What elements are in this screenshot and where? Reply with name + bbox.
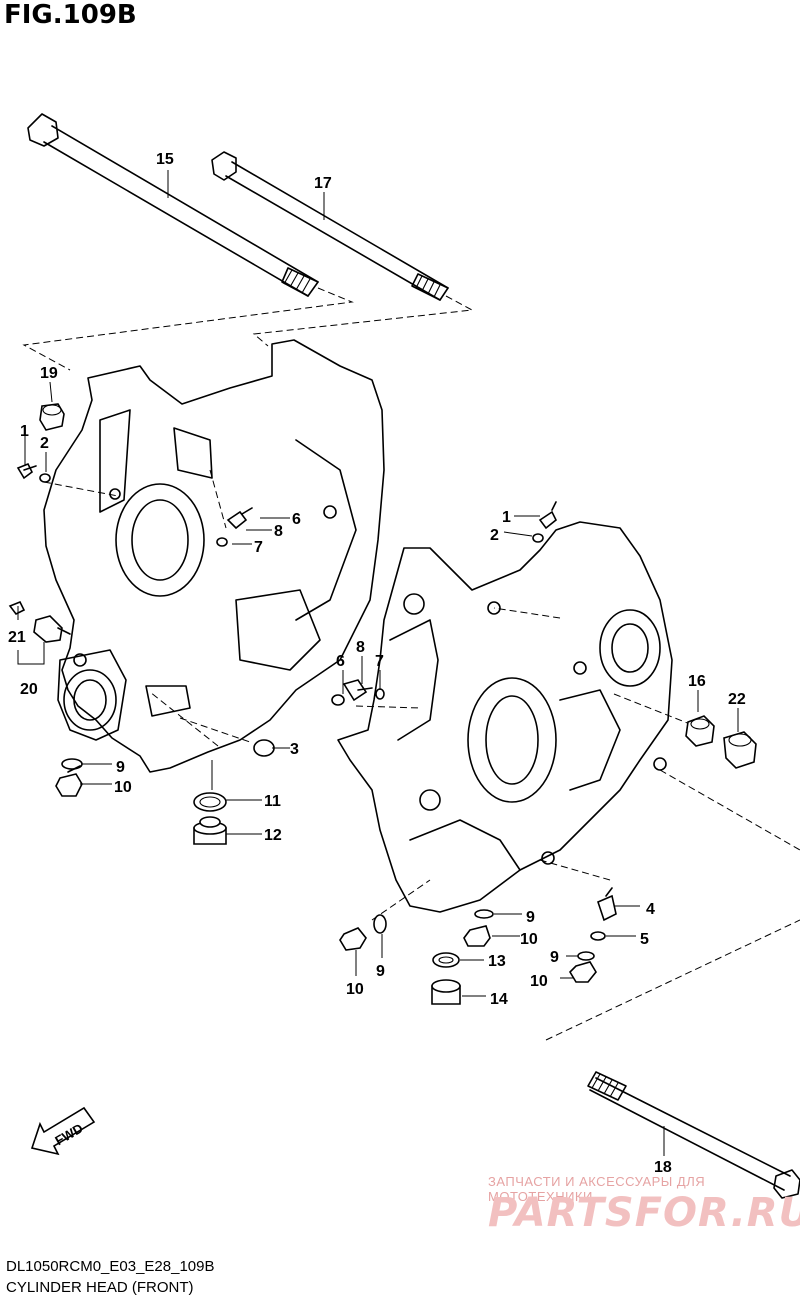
diagram-caption: CYLINDER HEAD (FRONT) [6,1279,194,1296]
callout-12: 12 [264,827,282,844]
callout-10-left: 10 [114,779,132,796]
long-bolt-17[interactable] [211,151,449,301]
gasket-9-bottom[interactable] [373,914,387,934]
oil-jet-1-right[interactable] [538,501,558,530]
callout-2-left: 2 [40,435,49,452]
figure-title: FIG.109B [4,0,137,30]
callout-17: 17 [314,175,332,192]
o-ring-2-right[interactable] [532,533,544,543]
callout-7-left: 7 [254,539,263,556]
callout-15: 15 [156,151,174,168]
callout-22: 22 [728,691,746,708]
callout-18: 18 [654,1159,672,1176]
callout-10-right-b: 10 [530,973,548,990]
callout-7-right: 7 [375,653,384,670]
cap-22[interactable] [723,731,757,769]
o-ring-7-left[interactable] [216,537,228,547]
gasket-9-right-a[interactable] [474,909,494,919]
watermark-tagline: ЗАПЧАСТИ И АКСЕССУАРЫ ДЛЯ МОТОТЕХНИКИ [488,1174,706,1204]
callout-6-right: 6 [336,653,345,670]
bolt-10-bottom[interactable] [339,927,367,951]
bolt-10-right-a[interactable] [463,925,491,947]
callout-9-right-b: 9 [550,949,559,966]
callout-9-right-a: 9 [526,909,535,926]
washer-13[interactable] [432,952,460,968]
dowel-pin-16[interactable] [685,715,715,747]
callout-16: 16 [688,673,706,690]
gasket-9-left[interactable] [61,758,83,770]
callout-11: 11 [264,793,281,810]
oil-jet-6-left[interactable] [226,507,253,530]
fwd-arrow: FWD [30,1106,96,1156]
callout-20: 20 [20,681,38,698]
oil-jet-1-left[interactable] [16,462,37,480]
o-ring-3[interactable] [253,739,275,757]
long-bolt-18[interactable] [587,1071,800,1199]
right-crankcase[interactable] [337,521,673,913]
plug-12[interactable] [193,816,227,845]
oil-jet-4[interactable] [597,887,617,922]
callout-2-right: 2 [490,527,499,544]
callout-10-bottom: 10 [346,981,364,998]
callout-21: 21 [8,629,26,646]
callout-6-left: 6 [292,511,301,528]
o-ring-7-right[interactable] [375,688,385,700]
plug-21[interactable] [8,600,26,616]
diagram-code: DL1050RCM0_E03_E28_109B [6,1258,215,1275]
callout-5: 5 [640,931,649,948]
callout-13: 13 [488,953,506,970]
callout-9-bottom: 9 [376,963,385,980]
watermark-brand: PARTSFOR.RU [488,1190,800,1236]
ring-11[interactable] [193,792,227,812]
callout-19: 19 [40,365,58,382]
callout-8-right: 8 [356,639,365,656]
callout-1-right: 1 [502,509,511,526]
callout-8-left: 8 [274,523,283,540]
o-ring-2-left[interactable] [39,473,51,483]
plug-14[interactable] [431,979,461,1005]
callout-3: 3 [290,741,299,758]
left-crankcase[interactable] [43,339,385,773]
callout-1-left: 1 [20,423,29,440]
sensor-20[interactable] [33,615,71,643]
leader-lines [17,170,739,1156]
dowel-pin-19[interactable] [39,403,65,431]
assembly-guide-line [43,469,800,1041]
bolt-10-right-b[interactable] [568,961,597,983]
bolt-guide-line [22,287,474,371]
long-bolt-15[interactable] [27,113,319,297]
callout-14: 14 [490,991,508,1008]
bolt-10-left[interactable] [55,765,83,797]
oil-jet-8-right[interactable] [342,679,373,702]
washer-6-right[interactable] [331,694,345,706]
callout-9-left: 9 [116,759,125,776]
callout-10-right-a: 10 [520,931,538,948]
callout-4: 4 [646,901,655,918]
o-ring-5[interactable] [590,931,606,941]
gasket-9-right-b[interactable] [577,951,595,961]
